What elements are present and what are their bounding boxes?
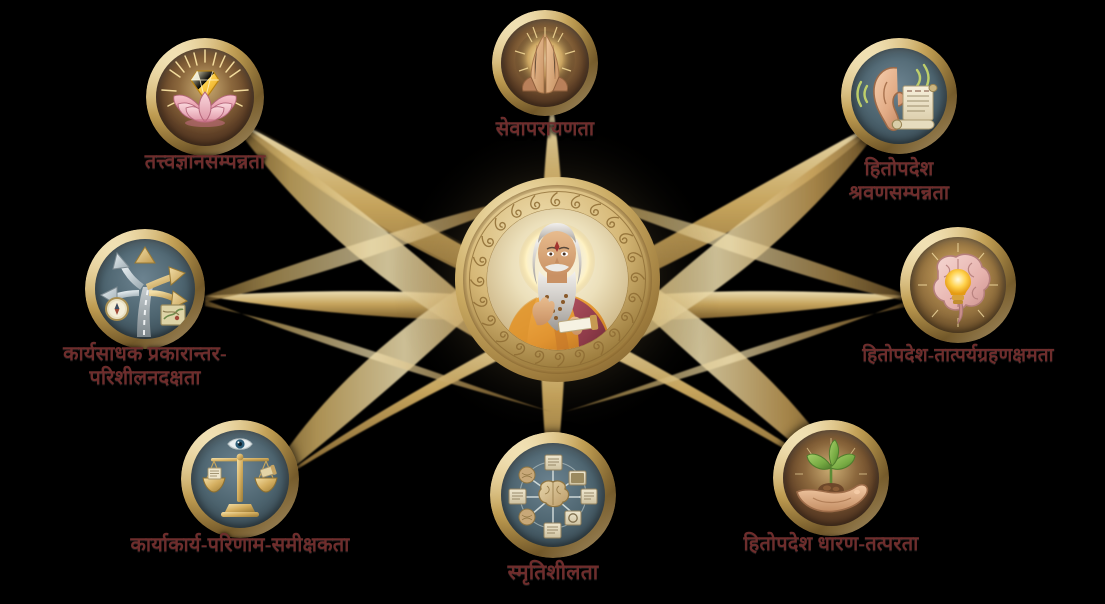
label-line: श्रवणसम्पन्नता bbox=[848, 181, 950, 204]
ear-scroll-icon bbox=[851, 48, 947, 144]
brain-bulb-icon bbox=[910, 237, 1006, 333]
hand-sapling-icon bbox=[783, 430, 879, 526]
memory-network-icon bbox=[501, 443, 605, 547]
label-line: तत्त्वज्ञानसम्पन्नता bbox=[144, 151, 266, 173]
branching-roads-icon bbox=[95, 239, 195, 339]
center-portrait-disc bbox=[487, 209, 628, 350]
node-label-hitopadesha-dharana: हितोपदेश धारण-तत्परता bbox=[695, 533, 967, 557]
node-badge[interactable] bbox=[181, 420, 299, 538]
node-badge[interactable] bbox=[492, 10, 598, 116]
node-hitopadesha-shravana[interactable]: हितोपदेश श्रवणसम्पन्नता bbox=[841, 38, 957, 204]
lotus-gem-icon bbox=[156, 48, 254, 146]
node-hitopadesha-dharana[interactable]: हितोपदेश धारण-तत्परता bbox=[743, 420, 918, 555]
badge-inner bbox=[910, 237, 1006, 333]
central-sage-medallion[interactable] bbox=[455, 177, 660, 382]
balance-scales-eye-icon bbox=[191, 430, 289, 528]
node-hitopadesha-tatparya[interactable]: हितोपदेश-तात्पर्यग्रहणक्षमता bbox=[862, 227, 1054, 366]
node-label-hitopadesha-tatparya: हितोपदेश-तात्पर्यग्रहणक्षमता bbox=[790, 345, 1105, 367]
node-karyasadhaka-prakarantara[interactable]: कार्यसाधक प्रकारान्तर- परिशीलनदक्षता bbox=[63, 229, 227, 389]
node-badge[interactable] bbox=[900, 227, 1016, 343]
label-line: हितोपदेश धारण-तत्परता bbox=[743, 533, 919, 555]
badge-inner bbox=[501, 19, 589, 107]
node-karyakarya-parinama[interactable]: कार्याकार्य-परिणाम-समीक्षकता bbox=[130, 420, 349, 556]
label-line: हितोपदेश bbox=[864, 158, 934, 180]
badge-inner bbox=[783, 430, 879, 526]
node-label-smritishilata: स्मृतिशीलता bbox=[433, 560, 673, 585]
label-line: सेवापरायणता bbox=[495, 118, 595, 140]
badge-inner bbox=[501, 443, 605, 547]
label-line: हितोपदेश-तात्पर्यग्रहणक्षमता bbox=[862, 345, 1054, 366]
badge-inner bbox=[95, 239, 195, 339]
node-sevaparayanata[interactable]: सेवापरायणता bbox=[492, 10, 598, 140]
node-label-sevaparayanata: सेवापरायणता bbox=[430, 118, 660, 142]
praying-hands-icon bbox=[501, 19, 589, 107]
node-badge[interactable] bbox=[490, 432, 616, 558]
sage-guru-icon bbox=[487, 209, 628, 350]
label-line: स्मृतिशीलता bbox=[507, 560, 599, 584]
node-label-karyakarya-parinama: कार्याकार्य-परिणाम-समीक्षकता bbox=[71, 534, 409, 558]
badge-inner bbox=[851, 48, 947, 144]
node-label-hitopadesha-shravana: हितोपदेश श्रवणसम्पन्नता bbox=[779, 158, 1019, 205]
badge-inner bbox=[191, 430, 289, 528]
node-badge[interactable] bbox=[85, 229, 205, 349]
node-badge[interactable] bbox=[841, 38, 957, 154]
badge-inner bbox=[156, 48, 254, 146]
label-line: परिशीलनदक्षता bbox=[89, 366, 201, 389]
node-badge[interactable] bbox=[146, 38, 264, 156]
node-label-karyasadhaka-prakarantara: कार्यसाधक प्रकारान्तर- परिशीलनदक्षता bbox=[0, 343, 293, 390]
node-tattvajnanasampannata[interactable]: तत्त्वज्ञानसम्पन्नता bbox=[145, 38, 265, 173]
node-label-tattvajnanasampannata: तत्त्वज्ञानसम्पन्नता bbox=[84, 151, 326, 175]
label-line: कार्यसाधक प्रकारान्तर- bbox=[63, 343, 227, 365]
label-line: कार्याकार्य-परिणाम-समीक्षकता bbox=[130, 534, 350, 556]
node-smritishilata[interactable]: स्मृतिशीलता bbox=[490, 432, 616, 584]
node-badge[interactable] bbox=[773, 420, 889, 536]
